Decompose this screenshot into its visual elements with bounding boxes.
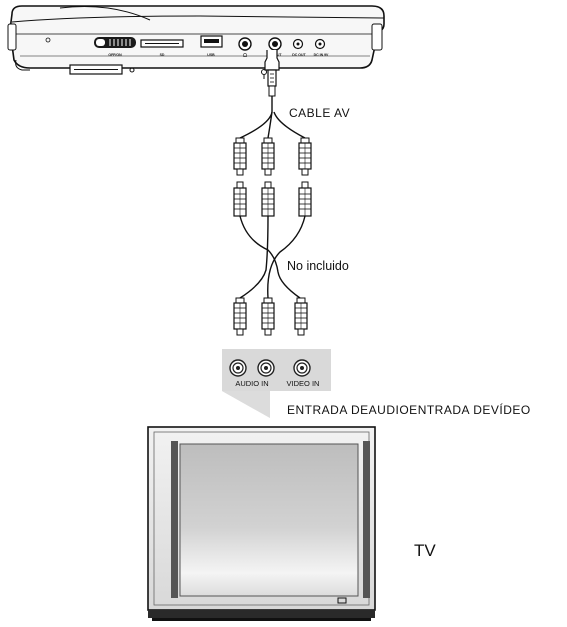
headphone-symbol: Ω xyxy=(243,53,247,59)
audio-in-jack-left[interactable] xyxy=(229,359,247,377)
lower-plug-left xyxy=(233,297,247,336)
portable-player: OFF/ON SD USB Ω AV OUT DC OUT DC IN 9V xyxy=(7,5,385,75)
switch-label: OFF/ON xyxy=(108,53,122,57)
cable-label: CABLE AV xyxy=(289,106,351,120)
upper-plug-right xyxy=(298,137,312,176)
tv-screen xyxy=(179,443,359,597)
usb-label: USB xyxy=(207,53,215,57)
coupler-left xyxy=(233,181,247,217)
audio-in-label: AUDIO IN xyxy=(235,379,268,388)
input-label: ENTRADA DEAUDIOENTRADA DEVÍDEO xyxy=(287,403,531,417)
sd-label: SD xyxy=(160,53,165,57)
video-in-label: VIDEO IN xyxy=(287,379,320,388)
tv-base xyxy=(148,610,375,618)
tv-power-indicator xyxy=(337,597,347,604)
av-cable-lower xyxy=(239,215,306,299)
tv-set xyxy=(147,426,376,621)
tv-label: TV xyxy=(414,541,436,560)
av-cable-upper xyxy=(239,96,306,139)
dc-in-label: DC IN 9V xyxy=(314,53,329,57)
coupler-right xyxy=(298,181,312,217)
lower-plug-right xyxy=(294,297,308,336)
lower-plug-mid xyxy=(261,297,275,336)
coupler-mid xyxy=(261,181,275,217)
not-included-label: No incluido xyxy=(287,259,349,273)
upper-plug-left xyxy=(233,137,247,176)
audio-in-jack-right[interactable] xyxy=(257,359,275,377)
video-in-jack[interactable] xyxy=(293,359,311,377)
dc-out-label: DC OUT xyxy=(292,53,306,57)
upper-plug-mid xyxy=(261,137,275,176)
